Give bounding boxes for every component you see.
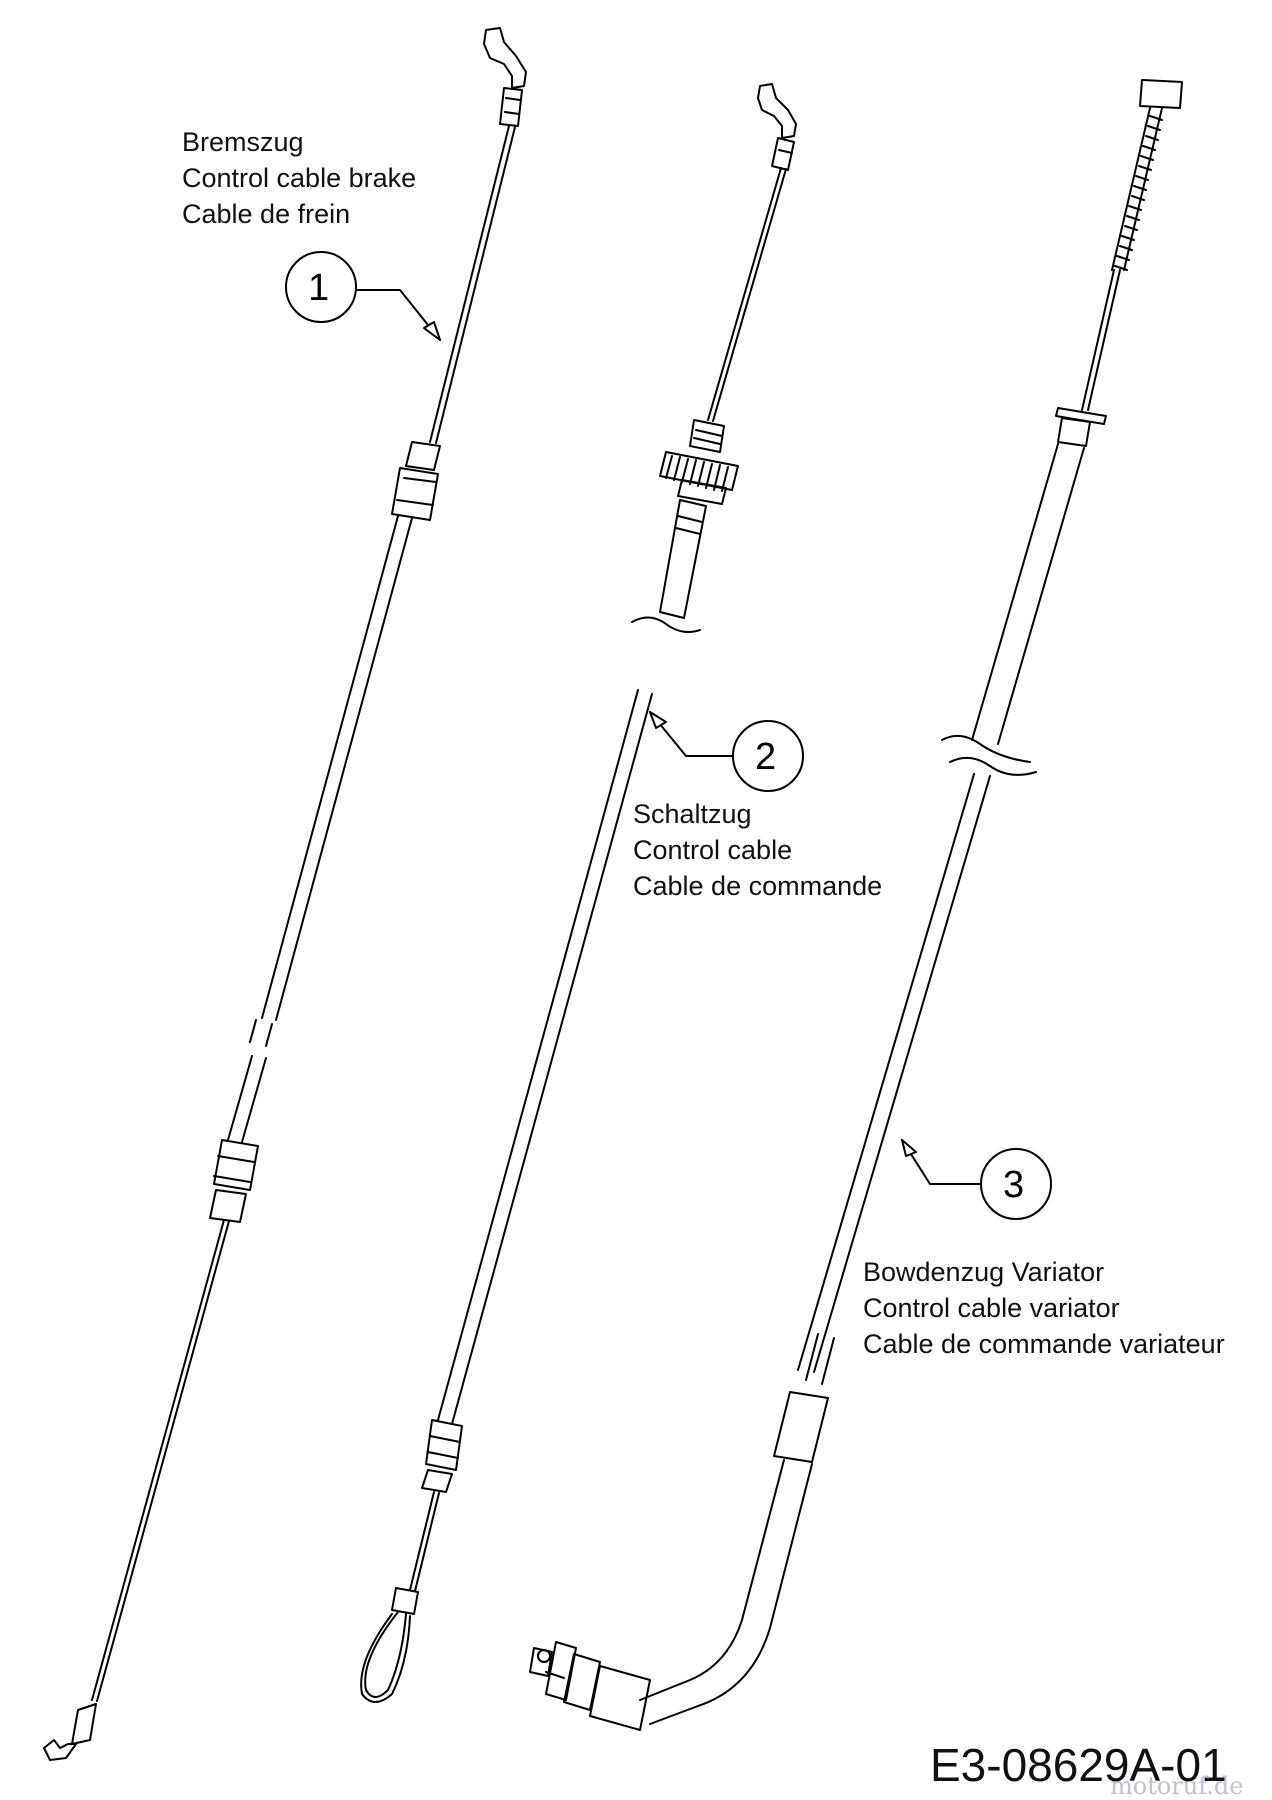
brake-cable — [43, 27, 527, 1761]
callout-1: 1 — [285, 251, 441, 341]
part-3-name-de: Bowdenzug Variator — [863, 1257, 1105, 1287]
control-cable — [360, 83, 797, 1703]
callout-1-number: 1 — [308, 267, 329, 309]
part-2-name-de: Schaltzug — [633, 799, 752, 829]
part-3-name-fr: Cable de commande variateur — [863, 1329, 1225, 1359]
variator-cable — [529, 79, 1183, 1731]
drawing-number: E3-08629A-01 — [930, 1739, 1227, 1791]
part-2-name-fr: Cable de commande — [633, 871, 883, 901]
part-1-name-fr: Cable de frein — [182, 199, 351, 229]
part-3-name-en: Control cable variator — [863, 1293, 1120, 1323]
part-2-name-en: Control cable — [633, 835, 793, 865]
callout-3: 3 — [901, 1139, 1052, 1220]
callout-2: 2 — [649, 711, 804, 792]
part-1-name-en: Control cable brake — [182, 163, 417, 193]
part-3-label: Bowdenzug Variator Control cable variato… — [863, 1254, 1225, 1362]
part-2-label: Schaltzug Control cable Cable de command… — [633, 796, 882, 904]
part-1-name-de: Bremszug — [182, 127, 304, 157]
part-1-label: Bremszug Control cable brake Cable de fr… — [182, 124, 416, 232]
callout-3-number: 3 — [1003, 1164, 1024, 1206]
watermark: motoruf.de — [1110, 1772, 1244, 1800]
callout-2-number: 2 — [755, 736, 776, 778]
